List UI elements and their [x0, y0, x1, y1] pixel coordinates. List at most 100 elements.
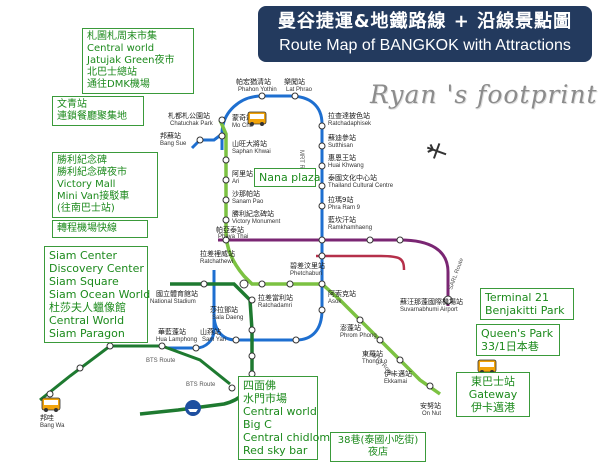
callout-line: Siam Paragon: [49, 327, 125, 340]
callout-line: 四面佛: [243, 379, 276, 392]
station-national-stadium: 國立體育館站: [156, 289, 198, 298]
station-ratchathewi: 拉差裡威站: [200, 249, 235, 258]
callout-line: Gateway: [468, 388, 518, 401]
station-huai-khwang-en: Huai Khwang: [328, 163, 364, 169]
callout-line: 勝利紀念碑: [57, 155, 107, 166]
station-lat-phrao: 樂闖站: [284, 77, 305, 86]
station-victory-en: Victory Monument: [232, 219, 281, 225]
station-on-nut-en: On Nut: [422, 411, 441, 417]
station-markers: [46, 92, 453, 398]
station-sam-yan: 山燕站: [200, 327, 221, 336]
callout-line: Nana plaza: [259, 171, 321, 184]
callout-siam: Siam Center Discovery Center Siam Square…: [44, 246, 151, 343]
station-huai-khwang: 惠恩王站: [328, 153, 356, 162]
station-sanam-pao-en: Sanam Pao: [232, 199, 264, 205]
callout-line: 夜店: [368, 447, 388, 458]
station-cultural: 泰國文化中心站: [328, 173, 377, 182]
callout-line: (往南巴士站): [57, 203, 115, 214]
callout-line: Central world: [87, 43, 155, 54]
callout-line: 北巴士總站: [87, 67, 137, 78]
station-phaya-thai: 帕亞泰站: [216, 225, 244, 234]
bts-route-label-1: BTS Route: [186, 382, 216, 388]
station-sam-yan-en: Sam Yan: [202, 337, 226, 343]
callout-line: 33/1日本巷: [481, 340, 539, 353]
arl-route-label: SARL Route: [448, 257, 465, 291]
title-banner: 曼谷捷運&地鐵路線 + 沿線景點圖 Route Map of BANGKOK w…: [258, 6, 592, 62]
watermark: Ryan 's footprint: [370, 80, 598, 109]
station-ramkhamhaeng: 藍坎汗站: [328, 215, 356, 224]
station-suvarnabhumi-en: Suvarnabhumi Airport: [400, 307, 458, 313]
station-ari-en: Ari: [232, 179, 239, 185]
station-national-stadium-en: National Stadium: [150, 299, 196, 305]
bts-silom-branch: [39, 344, 231, 402]
station-sutthisan: 蘇迪參站: [328, 133, 356, 142]
callout-chidlom: 四面佛 水門市場 Central world Big C Central chi…: [238, 376, 330, 460]
callout-line: 勝利紀念碑夜市: [57, 167, 127, 178]
callout-ekkamai: 東巴士站 Gateway 伊卡邁港: [456, 372, 530, 417]
callout-line: 轉程機場快線: [57, 223, 117, 234]
station-saphan-khwai: 山旺大將站: [232, 139, 267, 148]
station-sanam-pao: 沙那帕站: [232, 189, 260, 198]
station-hua-lamphong-en: Hua Lamphong: [156, 337, 197, 343]
mrt-line: [212, 94, 324, 342]
callout-queens-park: Queen's Park 33/1日本巷: [476, 324, 560, 356]
station-bang-sue-en: Bang Sue: [160, 141, 187, 147]
callout-line: Siam Ocean World: [49, 288, 151, 301]
station-ratchadaphisek-en: Ratchadaphisek: [328, 121, 372, 127]
station-phetchaburi-en: Phetchaburi: [290, 271, 322, 277]
callout-line: 東巴士站: [471, 375, 515, 388]
station-lat-phrao-en: Lat Phrao: [286, 87, 313, 93]
station-chatuchak-park: 札都札公園站: [168, 111, 210, 120]
station-victory: 勝利紀念碑站: [232, 209, 274, 218]
callout-soi38: 38巷(泰國小吃街) 夜店: [330, 432, 426, 462]
station-saphan-khwai-en: Saphan Khwai: [232, 149, 271, 155]
station-thong-lo-en: Thong Lo: [362, 359, 388, 365]
title-zh: 曼谷捷運&地鐵路線 + 沿線景點圖: [277, 11, 573, 32]
station-ekkamai: 伊卡邁站: [384, 369, 412, 378]
station-ratchadamri: 拉差當利站: [258, 293, 293, 302]
mrt-line-west: [190, 132, 223, 150]
callout-line: Queen's Park: [481, 327, 554, 340]
callout-chatuchak: 札圖札周末市集 Central world Jatujak Green夜市 北巴…: [82, 28, 194, 94]
station-hua-lamphong: 華藍蓬站: [158, 327, 186, 336]
station-bang-wa-en: Bang Wa: [40, 423, 65, 429]
station-asok-en: Asok: [328, 299, 342, 305]
bts-sukhumvit-line: [218, 119, 442, 396]
mrt-route-label: MRT Route: [298, 150, 304, 181]
callout-line: Central world: [243, 405, 317, 418]
station-phrom-phong: 澎蓬站: [340, 323, 361, 332]
callout-line: Benjakitti Park: [485, 304, 565, 317]
ferry-icon: [185, 400, 201, 416]
bus-icon: [41, 397, 61, 412]
station-ratchadaphisek: 拉查達披色站: [328, 111, 370, 120]
callout-victory: 勝利紀念碑 勝利紀念碑夜市 Victory Mall Mini Van接駁車 (…: [52, 152, 158, 218]
station-mo-chit-en: Mo Chit: [232, 123, 253, 129]
callout-line: Discovery Center: [49, 262, 144, 275]
callout-line: 文青站: [57, 99, 87, 110]
station-phetchaburi: 碧差汶里站: [290, 261, 325, 270]
station-ekkamai-en: Ekkamai: [384, 379, 407, 385]
callout-line: Terminal 21: [485, 291, 549, 304]
arl-line-inner: [316, 254, 406, 271]
callout-line: 札圖札周末市集: [87, 31, 157, 42]
station-phaya-thai-en: Phaya Thai: [218, 234, 248, 240]
callout-line: 杜莎夫人蠟像館: [49, 301, 126, 314]
callout-line: Jatujak Green夜市: [87, 55, 175, 66]
station-labels: 樂闖站 Lat Phrao 帕宏猶清站 Phahon Yothin 札都札公園站…: [40, 77, 463, 429]
station-on-nut: 安努站: [420, 401, 441, 410]
callout-airport-transfer: 轉程機場快線: [52, 220, 148, 238]
callout-wenqing: 文青站 連鎖餐廳聚集地: [52, 96, 144, 126]
station-rama9: 拉瑪9站: [328, 195, 353, 204]
callout-line: 38巷(泰國小吃街): [337, 435, 419, 446]
callout-line: Siam Square: [49, 275, 119, 288]
callout-line: 水門市場: [243, 392, 287, 405]
station-sala-daeng-en: Sala Daeng: [212, 315, 243, 321]
station-sutthisan-en: Sutthisan: [328, 143, 353, 149]
callout-line: Red sky bar: [243, 444, 308, 457]
callout-line: Mini Van接駁車: [57, 191, 130, 202]
bus-icon: [247, 111, 267, 126]
airplane-icon: [426, 143, 447, 159]
station-suvarnabhumi: 蘇汪那蓬國際機場站: [400, 297, 463, 306]
callout-terminal21: Terminal 21 Benjakitti Park: [480, 288, 574, 320]
station-thong-lo: 東羅站: [362, 349, 383, 358]
